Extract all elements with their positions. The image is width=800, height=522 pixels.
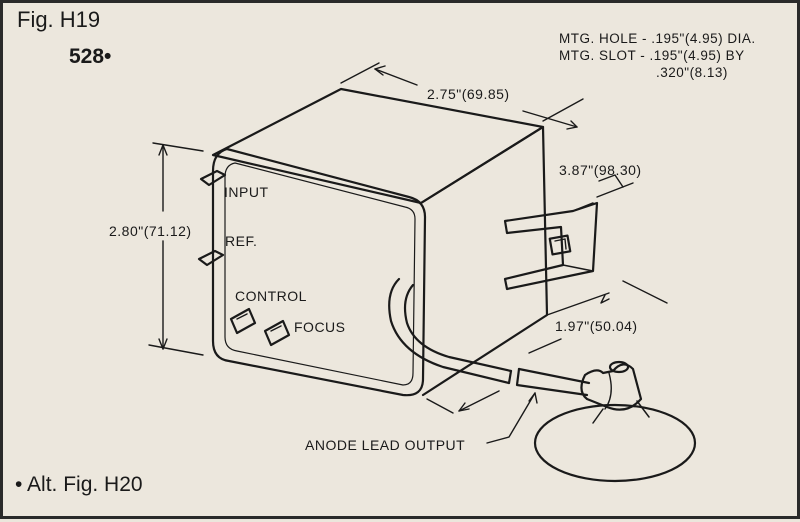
mounting-notes: MTG. HOLE - .195"(4.95) DIA. MTG. SLOT -… [559,30,756,81]
mounting-slot-note: MTG. SLOT - .195"(4.95) BY [559,48,745,63]
dimension-height [148,142,204,356]
input-terminal [199,169,227,187]
height-dimension-label: 2.80"(71.12) [109,223,192,239]
module-front-face [211,147,427,397]
mounting-hole-note: MTG. HOLE - .195"(4.95) DIA. [559,31,756,46]
input-label: INPUT [224,184,269,200]
width-dimension-label: 2.75"(69.85) [427,86,510,102]
anode-lead-cable [388,277,591,397]
alt-figure-label: • Alt. Fig. H20 [15,473,143,496]
control-pot [229,307,257,335]
dimension-depth [426,280,668,414]
focus-label: FOCUS [294,319,346,335]
control-label: CONTROL [235,288,307,304]
ref-label: REF. [225,233,257,249]
dimension-tab-span [596,174,634,198]
dimension-width [340,62,584,130]
module-side-face [419,125,549,397]
component-drawing: INPUT REF. CONTROL FOCUS ANODE LEAD OUTP… [109,62,697,483]
depth-dimension-label: 1.97"(50.04) [555,318,638,334]
anode-leader [486,392,536,444]
anode-label: ANODE LEAD OUTPUT [305,437,465,453]
focus-pot [263,319,291,347]
tab-span-dimension-label: 3.87"(98.30) [559,162,642,178]
anode-cap [533,360,697,483]
mounting-slot-note-cont: .320"(8.13) [656,65,728,80]
module-front-inner-edge [224,162,416,386]
ref-terminal [197,249,225,267]
part-number: 528• [69,45,112,68]
mounting-bracket [503,201,599,291]
figure-label: Fig. H19 [17,7,101,32]
